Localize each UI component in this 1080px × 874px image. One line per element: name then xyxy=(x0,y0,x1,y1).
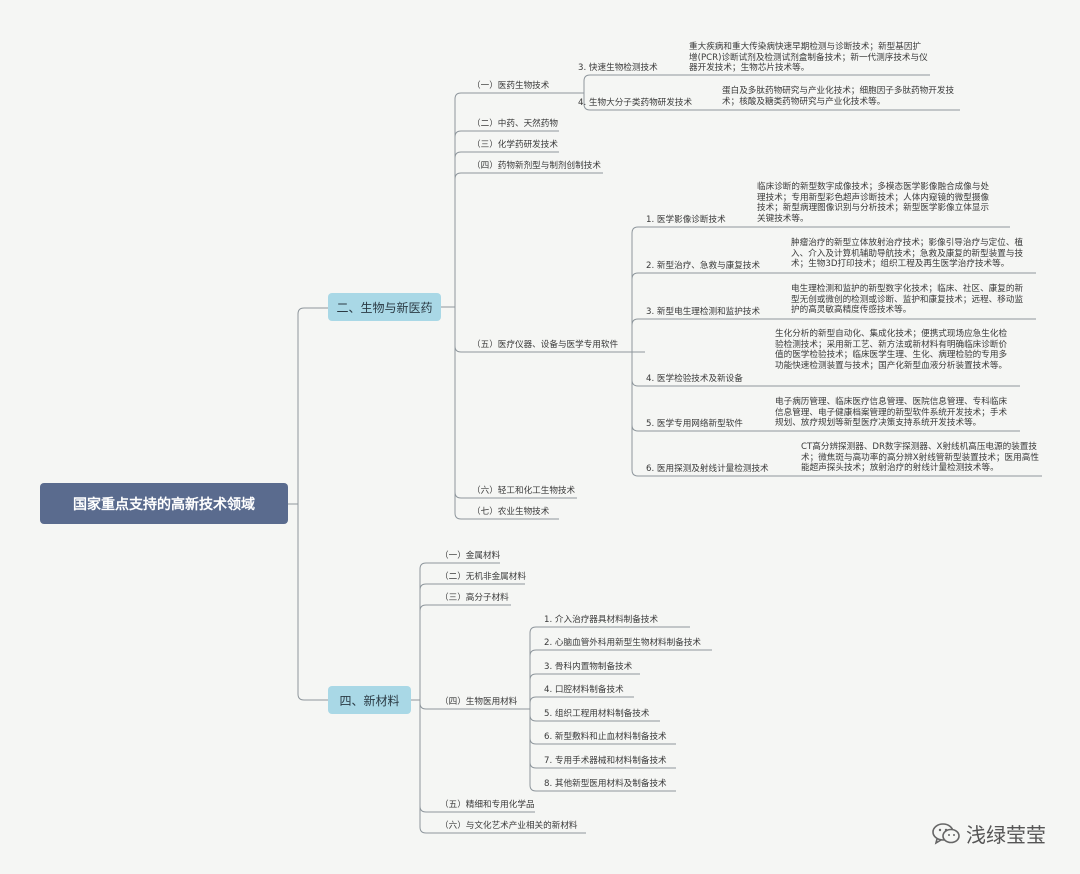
mat-l3-3-5[interactable]: 6. 新型敷料和止血材料制备技术 xyxy=(544,732,667,742)
bio-l3-4-3-desc: 生化分析的新型自动化、集成化技术；便携式现场应急生化检验检测技术；采用新工艺、新… xyxy=(775,329,1008,371)
connector-mat-l2-2 xyxy=(411,604,511,701)
branch-materials-node[interactable]: 四、新材料 xyxy=(328,686,411,714)
bio-l3-0-1-desc: 蛋白及多肽药物研究与产业化技术；细胞因子多肽药物开发技术；核酸及糖类药物研究与产… xyxy=(722,86,955,107)
bio-l3-4-2[interactable]: 3. 新型电生理检测和监护技术 xyxy=(646,307,761,317)
connector-bio-l2-0 xyxy=(441,92,577,308)
bio-l3-4-4[interactable]: 5. 医学专用网络新型软件 xyxy=(646,419,743,429)
connector-bio-4-5 xyxy=(631,351,796,477)
connector-bio-l2-2 xyxy=(441,151,559,308)
mat-l2-5[interactable]: （六）与文化艺术产业相关的新材料 xyxy=(440,821,578,831)
watermark: 浅绿莹莹 xyxy=(932,819,1046,848)
connector-mat-3-1 xyxy=(524,649,712,710)
bio-l3-4-5[interactable]: 6. 医用探测及射线计量检测技术 xyxy=(646,464,769,474)
connector-bio-l2-5 xyxy=(441,306,577,499)
bio-l3-0-0-desc: 重大疾病和重大传染病快速早期检测与诊断技术；新型基因扩增(PCR)诊断试剂及检测… xyxy=(689,42,928,74)
bio-l2-1[interactable]: （二）中药、天然药物 xyxy=(472,119,558,129)
bio-l3-4-2-desc: 电生理检测和监护的新型数字化技术；临床、社区、康复的新型无创或微创的检测或诊断、… xyxy=(791,284,1024,316)
connector-bio-l2-1 xyxy=(441,130,559,308)
connector-root-mat xyxy=(288,503,328,701)
bio-l3-4-1-desc: 肿瘤治疗的新型立体放射治疗技术；影像引导治疗与定位、植入、介入及计算机辅助导航技… xyxy=(791,238,1024,270)
bio-l2-3[interactable]: （四）药物新剂型与制剂创制技术 xyxy=(472,161,601,171)
mat-l3-3-4[interactable]: 5. 组织工程用材料制备技术 xyxy=(544,709,650,719)
bio-l3-4-1[interactable]: 2. 新型治疗、急救与康复技术 xyxy=(646,261,761,271)
mat-l3-3-7[interactable]: 8. 其他新型医用材料及制备技术 xyxy=(544,779,667,789)
bio-l2-4[interactable]: （五）医疗仪器、设备与医学专用软件 xyxy=(472,340,619,350)
root-node[interactable]: 国家重点支持的高新技术领域 xyxy=(40,483,288,524)
mat-l2-4[interactable]: （五）精细和专用化学品 xyxy=(440,800,535,810)
branch-bio-node[interactable]: 二、生物与新医药 xyxy=(328,293,441,321)
bio-l2-0[interactable]: （一）医药生物技术 xyxy=(472,81,550,91)
connector-root-bio xyxy=(288,307,328,505)
watermark-text: 浅绿莹莹 xyxy=(966,823,1046,847)
mat-l2-1[interactable]: （二）无机非金属材料 xyxy=(440,572,526,582)
connector-mat-l2-4 xyxy=(411,699,535,813)
mat-l2-2[interactable]: （三）高分子材料 xyxy=(440,593,509,603)
connector-mat-l2-5 xyxy=(411,699,586,834)
connector-mat-l2-0 xyxy=(411,562,500,701)
connector-mat-3-2 xyxy=(524,673,640,710)
bio-l3-4-0-desc: 临床诊断的新型数字成像技术；多模态医学影像融合成像与处理技术；专用新型彩色超声诊… xyxy=(757,182,990,224)
mat-l3-3-3[interactable]: 4. 口腔材料制备技术 xyxy=(544,685,624,695)
bio-l3-4-0[interactable]: 1. 医学影像诊断技术 xyxy=(646,215,726,225)
connector-bio-l2-6 xyxy=(441,306,559,520)
wechat-icon xyxy=(932,822,960,846)
mat-l3-3-0[interactable]: 1. 介入治疗器具材料制备技术 xyxy=(544,615,659,625)
bio-l2-5[interactable]: （六）轻工和化工生物技术 xyxy=(472,486,576,496)
connector-mat-l2-1 xyxy=(411,583,525,701)
bio-l3-4-4-desc: 电子病历管理、临床医疗信息管理、医院信息管理、专科临床信息管理、电子健康档案管理… xyxy=(775,397,1008,429)
connector-bio-4-1 xyxy=(631,272,786,353)
connector-mat-3-7 xyxy=(524,708,676,792)
mat-l3-3-2[interactable]: 3. 骨科内置物制备技术 xyxy=(544,662,633,672)
connector-bio-l2-3 xyxy=(441,172,603,308)
bio-l3-4-5-desc: CT高分辨探测器、DR数字探测器、X射线机高压电源的装置技术；微焦斑与高功率的高… xyxy=(801,442,1039,474)
bio-l2-2[interactable]: （三）化学药研发技术 xyxy=(472,140,558,150)
mat-l3-3-6[interactable]: 7. 专用手术器械和材料制备技术 xyxy=(544,756,667,766)
bio-l3-4-3[interactable]: 4. 医学检验技术及新设备 xyxy=(646,374,743,384)
bio-l2-6[interactable]: （七）农业生物技术 xyxy=(472,507,550,517)
mat-l3-3-1[interactable]: 2. 心脑血管外科用新型生物材料制备技术 xyxy=(544,638,702,648)
bio-l3-0-1[interactable]: 4. 生物大分子类药物研发技术 xyxy=(578,98,693,108)
connector-bio-4-0 xyxy=(631,226,752,353)
connector-bio-0-1 xyxy=(577,92,718,111)
connector-bio-4-2 xyxy=(631,318,786,353)
mat-l2-3[interactable]: （四）生物医用材料 xyxy=(440,697,518,707)
mat-l2-0[interactable]: （一）金属材料 xyxy=(440,551,501,561)
bio-l3-0-0[interactable]: 3. 快速生物检测技术 xyxy=(578,63,658,73)
connector-bio-0-0 xyxy=(577,74,684,94)
connector-mat-3-3 xyxy=(524,696,634,710)
connector-mat-3-0 xyxy=(524,626,690,710)
